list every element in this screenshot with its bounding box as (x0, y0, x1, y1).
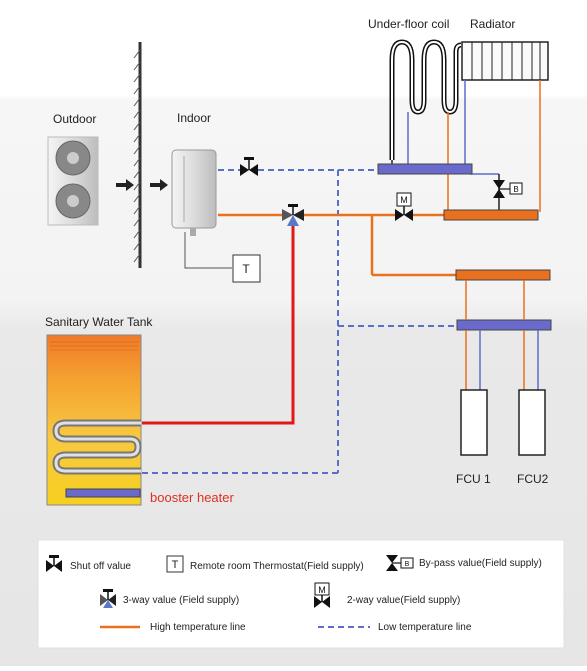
legend-thermostat-label: Remote room Thermostat(Field supply) (190, 561, 364, 572)
legend-thermostat-symbol: T (172, 559, 179, 571)
two-way-valve-icon (395, 192, 413, 221)
three-way-valve-icon (282, 204, 304, 226)
underfloor-coil (389, 39, 462, 160)
fcu2-unit (518, 389, 546, 456)
fcu-return-manifold (456, 319, 552, 331)
legend-thermostat-icon (166, 555, 184, 573)
shutoff-valve-icon (240, 157, 258, 176)
flow-arrow-icon (116, 179, 168, 191)
legend-twoway-label: 2-way value(Field supply) (347, 595, 460, 606)
indoor-unit (171, 149, 217, 236)
fcu-pipes (465, 280, 539, 390)
legend-bypass-icon (386, 555, 414, 571)
legend-bypass-symbol: B (405, 561, 410, 568)
fcu1-unit (460, 389, 488, 456)
sanitary-tank-label: Sanitary Water Tank (45, 315, 153, 329)
bypass-symbol: B (513, 185, 518, 194)
booster-heater-label: booster heater (150, 490, 235, 505)
low-temperature-lines (142, 169, 457, 474)
wall (133, 42, 142, 268)
radiator (461, 41, 549, 81)
legend-low-line-label: Low temperature line (378, 622, 472, 633)
legend-bypass-label: By-pass value(Field supply) (419, 558, 542, 569)
indoor-label: Indoor (177, 111, 211, 125)
legend-motor-symbol: M (318, 585, 326, 595)
legend: Shut off value T Remote room Thermostat(… (37, 539, 565, 649)
outdoor-label: Outdoor (53, 112, 96, 126)
thermostat-wire (184, 232, 232, 269)
bypass-valve-icon (493, 180, 523, 198)
fcu-supply-manifold (455, 269, 551, 281)
legend-high-line-label: High temperature line (150, 622, 246, 633)
radiator-supply-manifold (443, 209, 539, 221)
sanitary-water-tank (46, 334, 142, 506)
thermostat-symbol: T (242, 262, 250, 276)
legend-threeway-label: 3-way value (Field supply) (123, 595, 239, 606)
outdoor-unit (47, 136, 99, 226)
legend-shutoff-label: Shut off value (70, 561, 131, 572)
fcu2-label: FCU2 (517, 472, 549, 486)
underfloor-coil-label: Under-floor coil (368, 17, 449, 31)
fcu1-label: FCU 1 (456, 472, 491, 486)
motor-symbol: M (400, 195, 408, 205)
legend-threeway-icon (100, 589, 116, 608)
hot-water-line (142, 226, 295, 425)
legend-shutoff-icon (46, 555, 62, 572)
legend-twoway-icon (314, 582, 330, 608)
underfloor-return-manifold (377, 163, 473, 175)
high-temperature-lines (218, 213, 456, 277)
thermostat-box (232, 254, 261, 283)
radiator-label: Radiator (470, 17, 515, 31)
